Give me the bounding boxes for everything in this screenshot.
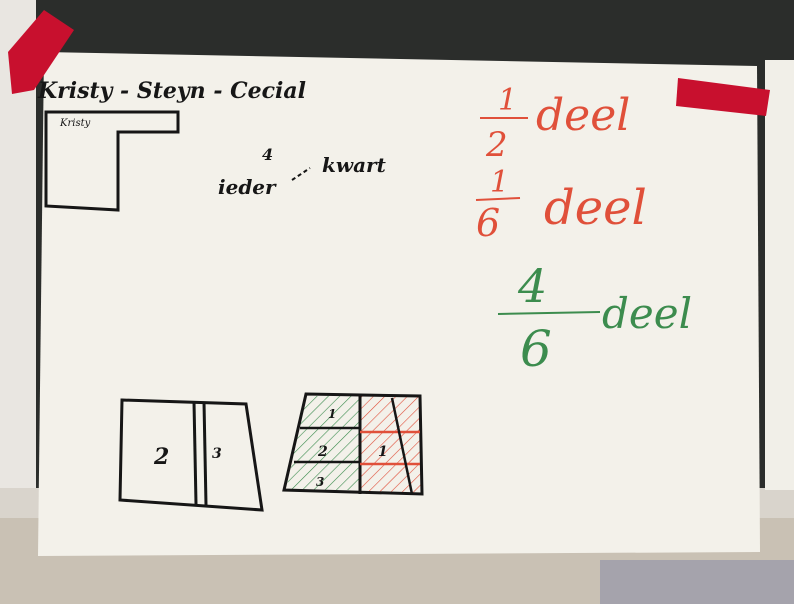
fraction-2-word: deel <box>544 180 647 236</box>
right-diagram-part-b: 2 <box>317 444 328 460</box>
right-diagram-part-d: 3 <box>316 475 324 489</box>
l-shape-label: Kristy <box>59 118 91 129</box>
right-diagram-part-a: 1 <box>328 407 336 421</box>
right-diagram-hatch-red <box>360 396 422 494</box>
fraction-1-denominator: 2 <box>485 125 508 165</box>
fraction-3-numerator: 4 <box>517 259 547 313</box>
left-diagram-divider-a <box>194 402 196 504</box>
left-diagram-part-a: 2 <box>153 444 169 470</box>
names-heading: Kristy - Steyn - Cecial <box>37 78 306 104</box>
bottom-tray <box>600 560 794 604</box>
fraction-3-word: deel <box>602 289 692 338</box>
left-diagram-part-b: 3 <box>212 446 222 462</box>
fraction-1-word: deel <box>536 90 630 141</box>
fraction-2-denominator: 6 <box>476 201 500 245</box>
fraction-2-numerator: 1 <box>490 165 509 200</box>
right-diagram: 1 2 1 3 <box>284 394 422 494</box>
annotation-number: 4 <box>262 145 273 164</box>
annotation-word2: kwart <box>322 153 387 177</box>
right-paper-edge <box>765 60 794 490</box>
right-diagram-part-c: 1 <box>378 444 388 460</box>
annotation-word: ieder <box>218 175 277 199</box>
fraction-3-denominator: 6 <box>520 320 552 378</box>
left-diagram-divider-b <box>204 402 206 505</box>
fraction-1-numerator: 1 <box>498 83 517 118</box>
